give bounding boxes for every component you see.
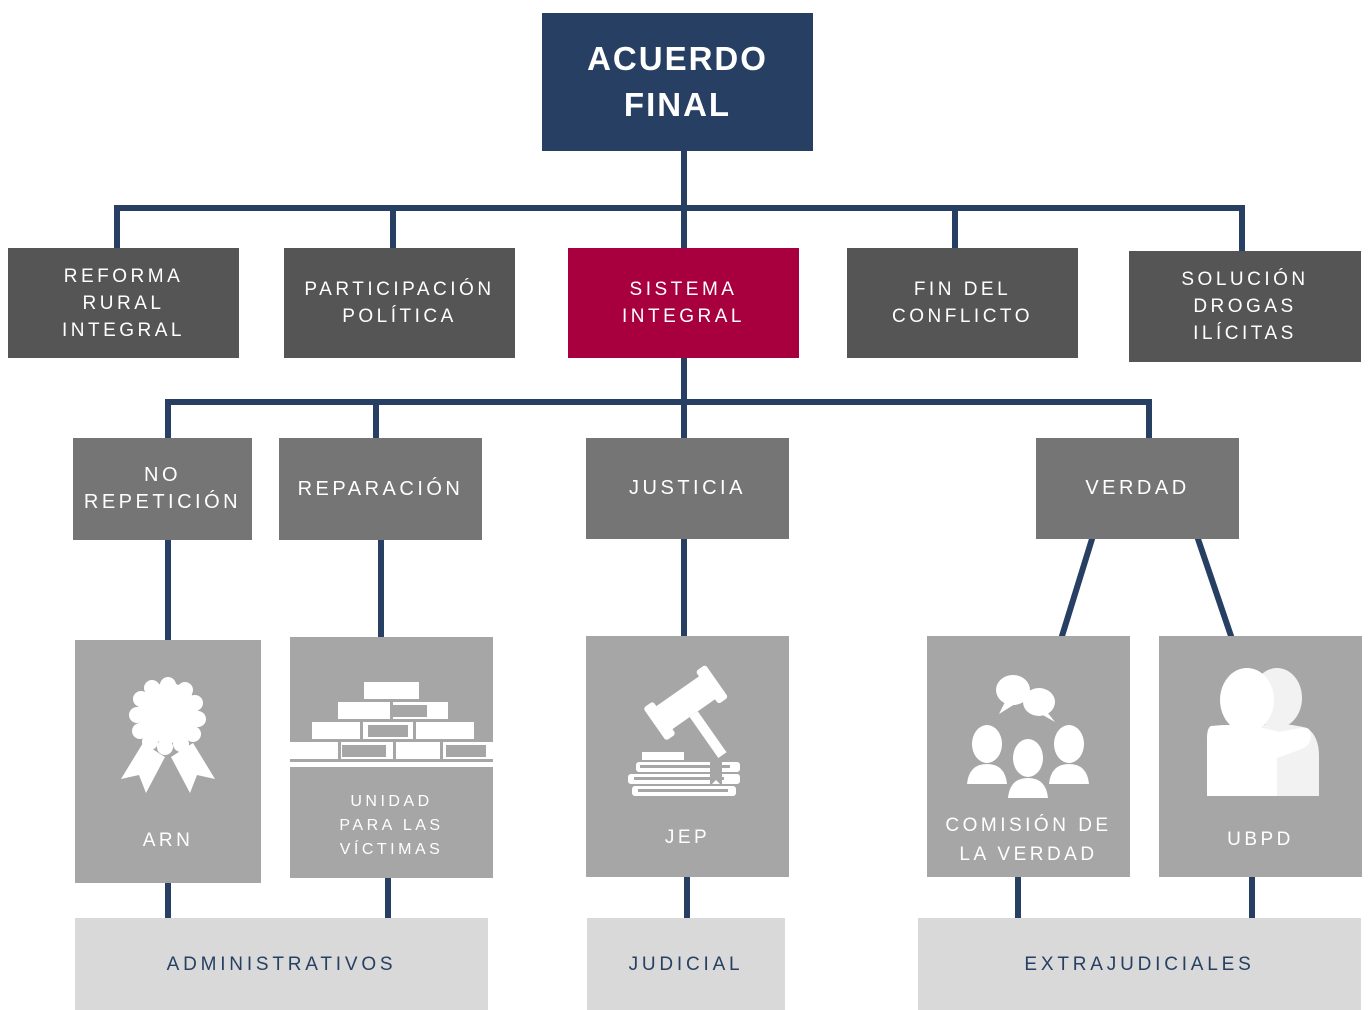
embrace-icon bbox=[1207, 668, 1319, 796]
entity-label: JEP bbox=[664, 827, 711, 848]
bricks-icon bbox=[290, 682, 493, 767]
entity-arn: ARN bbox=[75, 640, 261, 883]
award-rosette-icon bbox=[121, 677, 215, 793]
component-label: JUSTICIA bbox=[629, 477, 746, 499]
gavel-books-icon bbox=[628, 665, 740, 796]
category-judicial: JUDICIAL bbox=[587, 918, 785, 1010]
pillar-label: FIN DEL CONFLICTO bbox=[892, 279, 1033, 327]
category-label: EXTRAJUDICIALES bbox=[1024, 953, 1255, 975]
entity-label: ARN bbox=[142, 830, 194, 851]
component-verdad: VERDAD bbox=[1036, 438, 1239, 539]
entity-unidad-victimas: UNIDAD PARA LAS VÍCTIMAS bbox=[290, 637, 493, 878]
category-label: JUDICIAL bbox=[628, 953, 744, 975]
component-no-repeticion: NO REPETICIÓN bbox=[73, 438, 252, 540]
entity-label: UBPD bbox=[1227, 829, 1294, 850]
people-dialogue-icon bbox=[967, 675, 1089, 798]
pillar-solucion-drogas: SOLUCIÓN DROGAS ILÍCITAS bbox=[1129, 251, 1361, 362]
pillar-sistema-integral: SISTEMA INTEGRAL bbox=[568, 248, 799, 358]
component-justicia: JUSTICIA bbox=[586, 438, 789, 539]
root-label: ACUERDO FINAL bbox=[587, 40, 768, 123]
category-administrativos: ADMINISTRATIVOS bbox=[75, 918, 488, 1010]
pillar-participacion-politica: PARTICIPACIÓN POLÍTICA bbox=[284, 248, 515, 358]
component-label: VERDAD bbox=[1085, 477, 1190, 499]
pillar-label: SISTEMA INTEGRAL bbox=[621, 279, 746, 327]
entity-label: COMISIÓN DE LA VERDAD bbox=[945, 815, 1112, 865]
component-label: REPARACIÓN bbox=[297, 477, 464, 500]
entity-ubpd: UBPD bbox=[1159, 636, 1362, 877]
category-label: ADMINISTRATIVOS bbox=[166, 953, 397, 975]
component-label: NO REPETICIÓN bbox=[83, 464, 242, 513]
pillar-fin-del-conflicto: FIN DEL CONFLICTO bbox=[847, 248, 1078, 358]
pillar-label: REFORMA RURAL INTEGRAL bbox=[61, 265, 186, 341]
entity-comision-verdad: COMISIÓN DE LA VERDAD bbox=[927, 636, 1130, 877]
pillar-label: PARTICIPACIÓN POLÍTICA bbox=[304, 279, 495, 327]
component-reparacion: REPARACIÓN bbox=[279, 438, 482, 540]
root-box-acuerdo-final: ACUERDO FINAL bbox=[542, 13, 813, 151]
category-extrajudiciales: EXTRAJUDICIALES bbox=[918, 918, 1361, 1010]
pillar-reforma-rural: REFORMA RURAL INTEGRAL bbox=[8, 248, 239, 358]
entity-jep: JEP bbox=[586, 636, 789, 877]
pillar-label: SOLUCIÓN DROGAS ILÍCITAS bbox=[1181, 269, 1309, 344]
entity-label: UNIDAD PARA LAS VÍCTIMAS bbox=[339, 793, 444, 858]
